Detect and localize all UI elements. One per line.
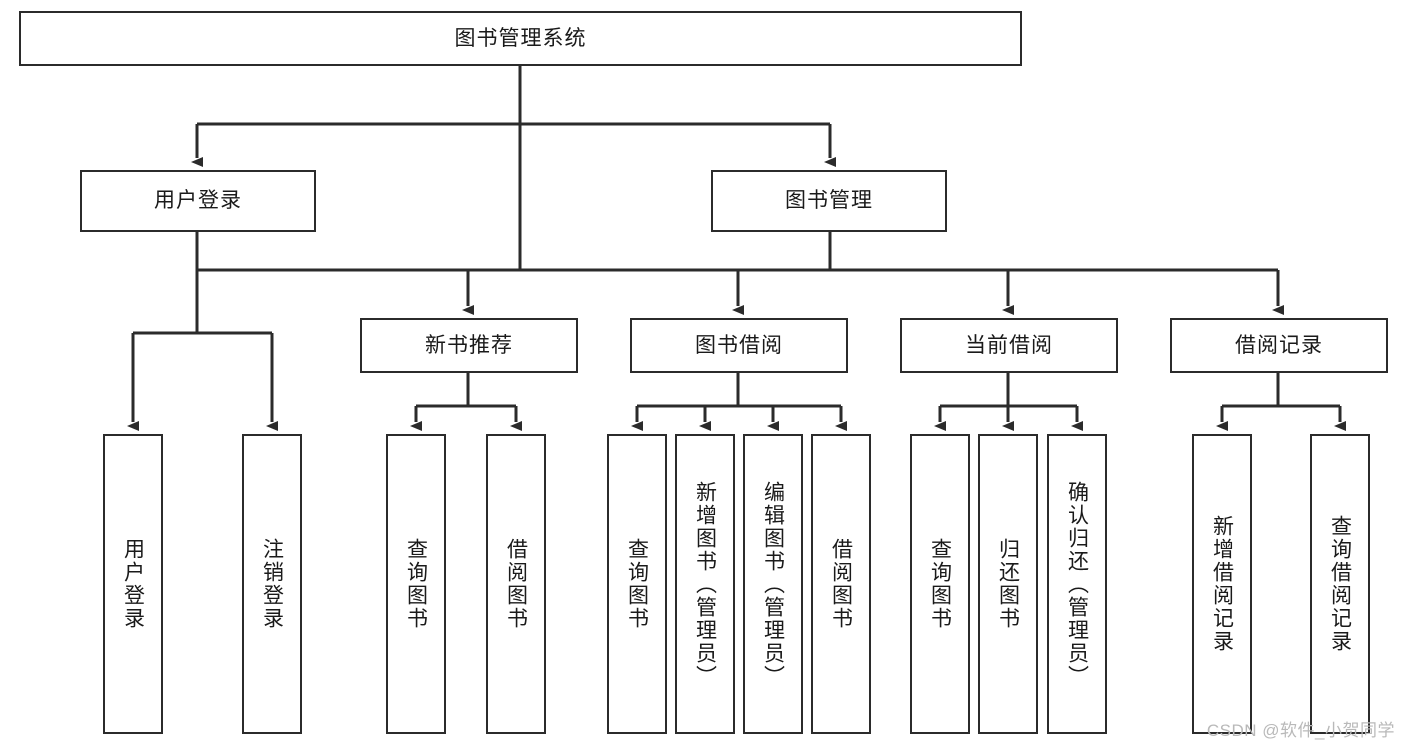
node-label: 查询图书: [625, 538, 649, 630]
node-label: 确认归还（管理员）: [1065, 480, 1089, 688]
node-leaf-edit-book-admin[interactable]: 编辑图书（管理员）: [743, 434, 803, 734]
node-root-system[interactable]: 图书管理系统: [19, 11, 1022, 66]
node-label: 新书推荐: [425, 333, 513, 357]
node-borrow-record[interactable]: 借阅记录: [1170, 318, 1388, 373]
node-label: 新增图书（管理员）: [693, 480, 717, 688]
node-label: 查询图书: [404, 538, 428, 630]
node-user-login[interactable]: 用户登录: [80, 170, 316, 232]
node-label: 查询图书: [928, 538, 952, 630]
node-label: 归还图书: [996, 538, 1020, 630]
node-book-borrow[interactable]: 图书借阅: [630, 318, 848, 373]
node-leaf-add-borrow-record[interactable]: 新增借阅记录: [1192, 434, 1252, 734]
node-label: 借阅图书: [504, 538, 528, 630]
node-leaf-query-book-bb[interactable]: 查询图书: [607, 434, 667, 734]
node-leaf-borrow-book-nb[interactable]: 借阅图书: [486, 434, 546, 734]
node-label: 新增借阅记录: [1210, 515, 1234, 653]
node-leaf-add-book-admin[interactable]: 新增图书（管理员）: [675, 434, 735, 734]
node-label: 图书管理系统: [454, 26, 587, 50]
node-label: 用户登录: [154, 189, 242, 213]
node-label: 当前借阅: [965, 333, 1053, 357]
node-leaf-query-borrow-record[interactable]: 查询借阅记录: [1310, 434, 1370, 734]
node-leaf-logout[interactable]: 注销登录: [242, 434, 302, 734]
node-current-borrow[interactable]: 当前借阅: [900, 318, 1118, 373]
node-leaf-query-book-nb[interactable]: 查询图书: [386, 434, 446, 734]
node-leaf-borrow-book-bb[interactable]: 借阅图书: [811, 434, 871, 734]
node-leaf-confirm-return-admin[interactable]: 确认归还（管理员）: [1047, 434, 1107, 734]
node-label: 查询借阅记录: [1328, 515, 1352, 653]
watermark: CSDN @软件_小贺同学: [1206, 721, 1395, 740]
node-label: 借阅记录: [1235, 333, 1323, 357]
node-label: 注销登录: [260, 538, 284, 630]
node-label: 编辑图书（管理员）: [761, 480, 785, 688]
node-label: 借阅图书: [829, 538, 853, 630]
node-book-management[interactable]: 图书管理: [711, 170, 947, 232]
node-label: 图书管理: [785, 189, 873, 213]
node-label: 用户登录: [121, 538, 145, 630]
node-label: 图书借阅: [695, 333, 783, 357]
node-new-book-recommend[interactable]: 新书推荐: [360, 318, 578, 373]
node-leaf-query-book-cb[interactable]: 查询图书: [910, 434, 970, 734]
node-leaf-return-book[interactable]: 归还图书: [978, 434, 1038, 734]
node-leaf-user-login[interactable]: 用户登录: [103, 434, 163, 734]
